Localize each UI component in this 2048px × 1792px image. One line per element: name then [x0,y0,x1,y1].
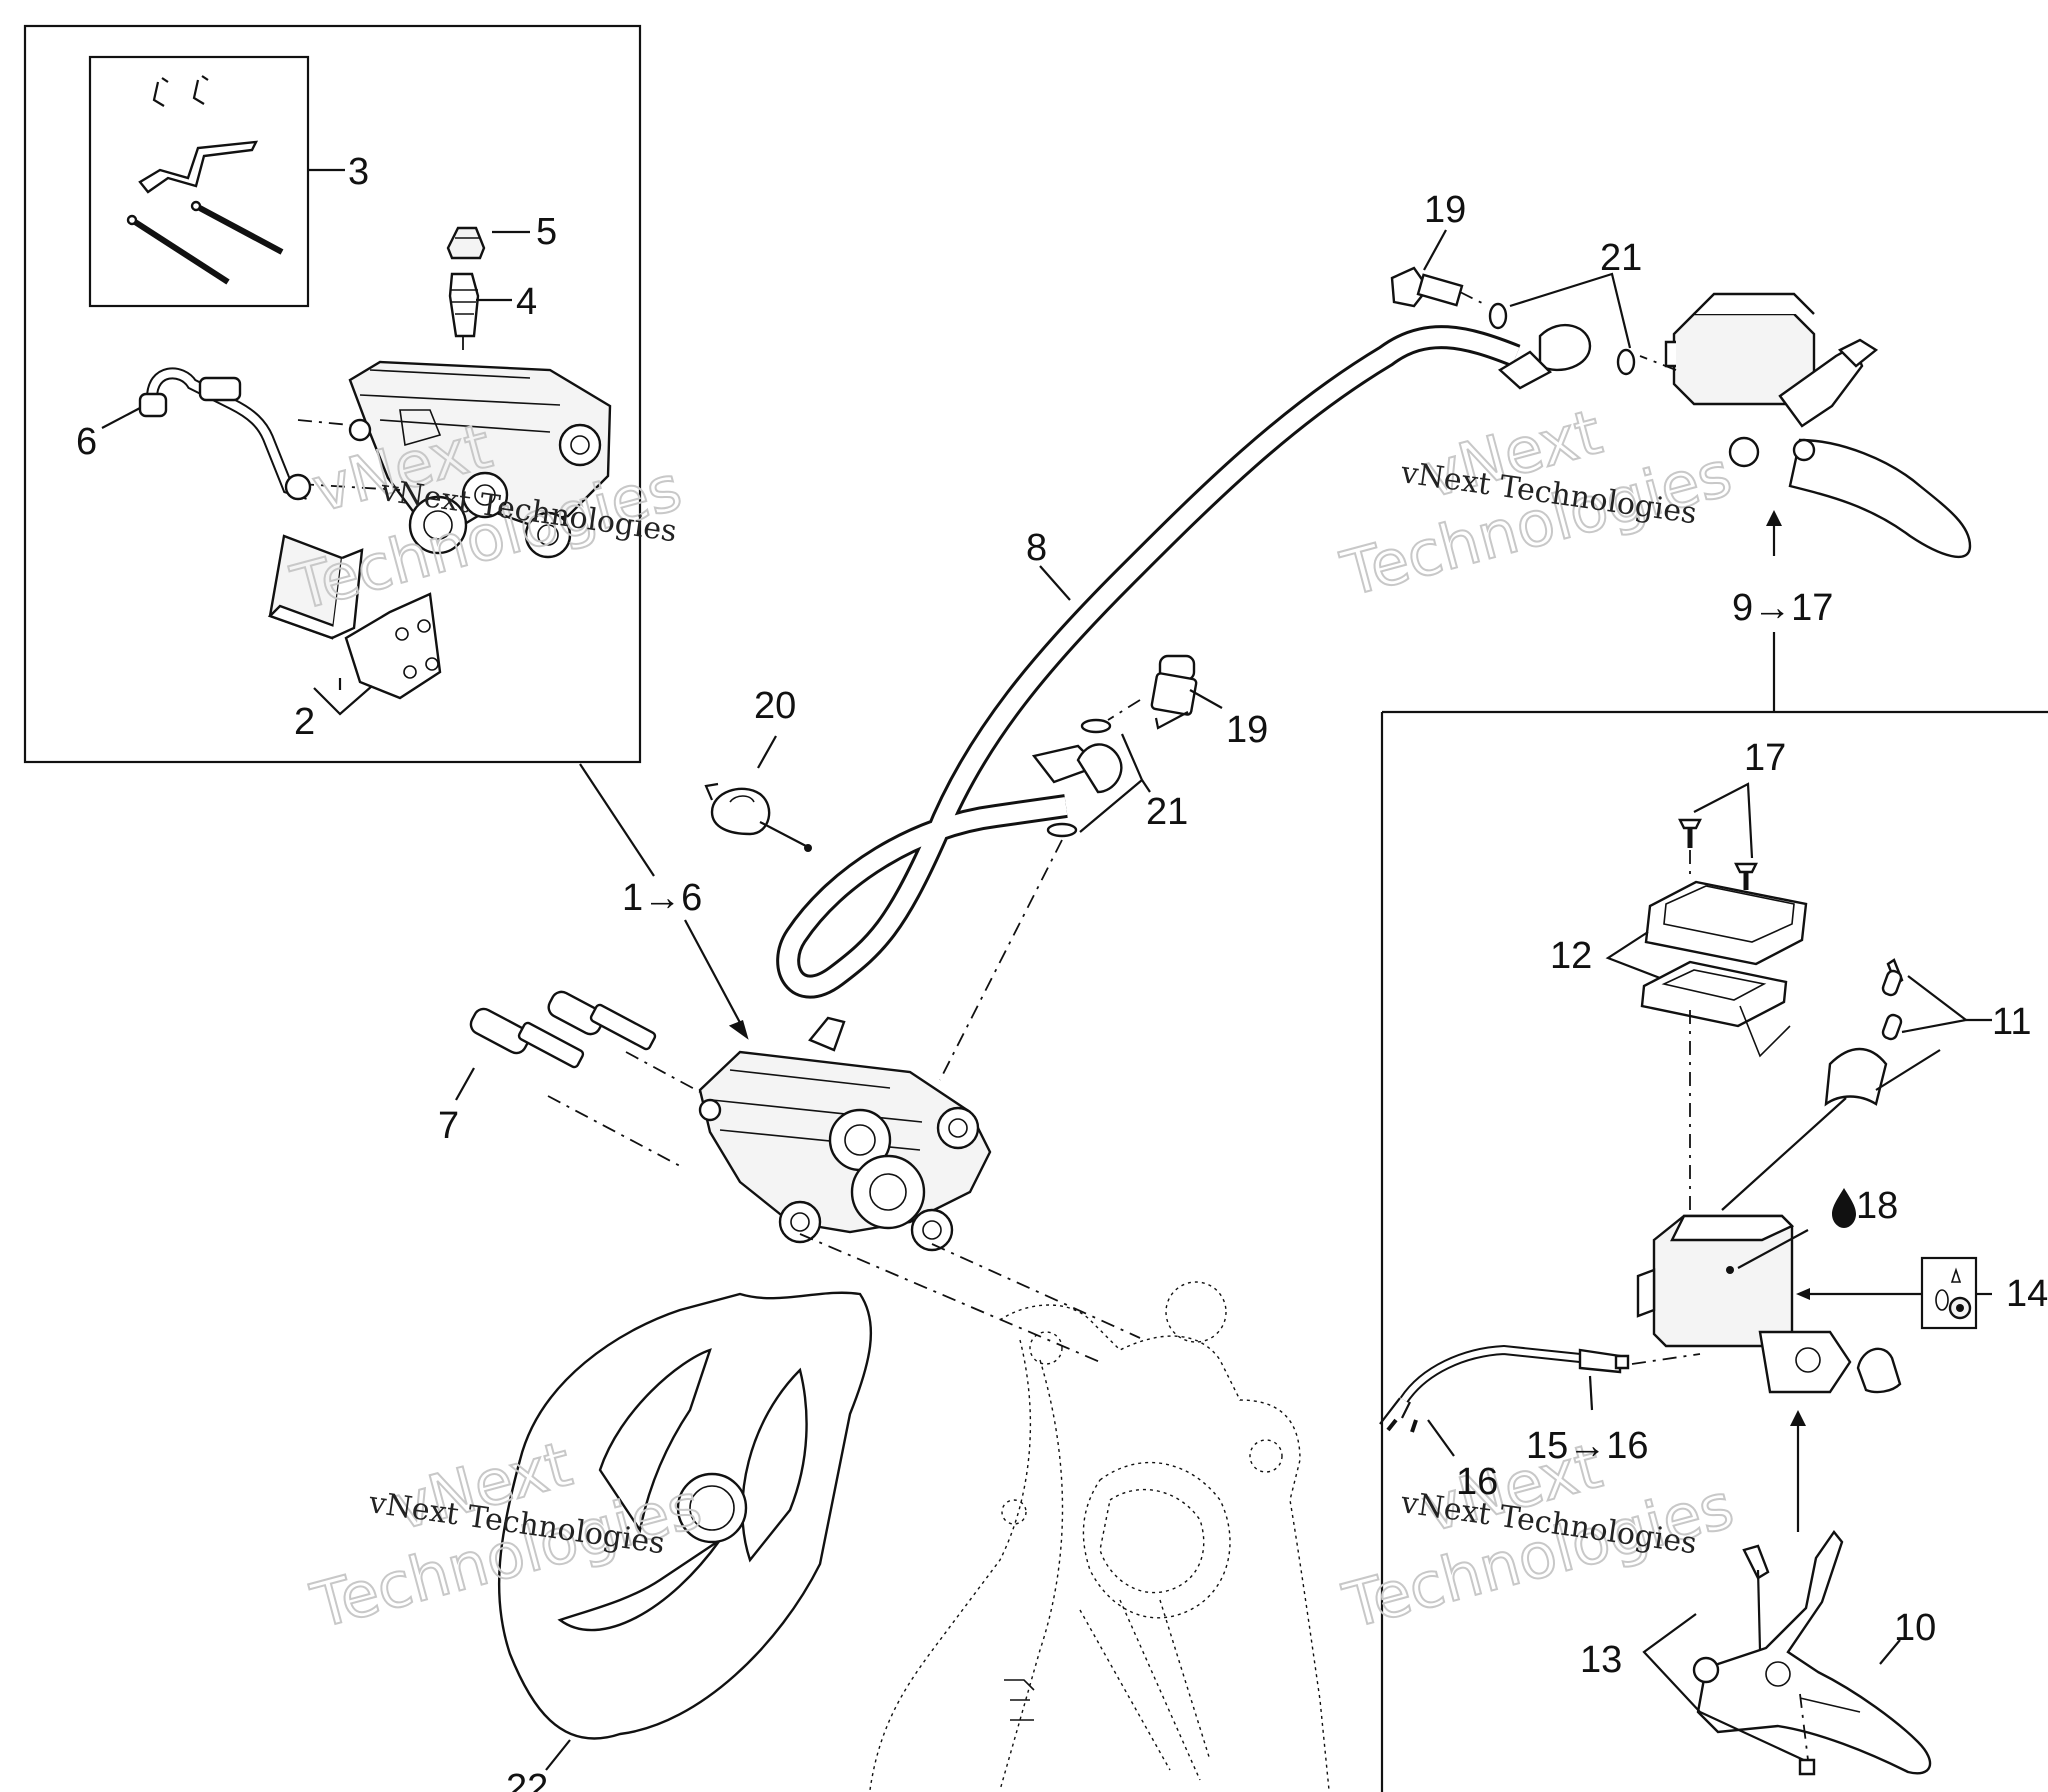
lubricant-icon [1920,1256,1978,1330]
leader-13 [1642,1613,1701,1713]
label-13: 13 [1580,1639,1622,1681]
leader-10 [1879,1639,1901,1665]
watermark-1: vNext Technologies vNext Technologies [283,408,690,626]
label-12: 12 [1550,935,1592,977]
bleeder-screw [448,272,480,350]
dash-hose-bolt [299,483,401,491]
label-10: 10 [1894,1607,1936,1649]
bleeder-cap [446,226,486,260]
leader-19-top [1423,229,1447,271]
label-15-16: 15→16 [1526,1425,1649,1467]
label-5: 5 [536,211,557,253]
steering-knuckle [869,1281,1330,1792]
label-17: 17 [1744,737,1786,779]
brake-line [776,324,1592,999]
pin-kit-box [88,55,310,308]
lubricant-symbol [1935,1267,1972,1320]
watermark-2: vNext Technologies vNext Technologies [1333,394,1740,612]
oil-drop-icon [1832,1188,1856,1228]
label-16: 16 [1456,1461,1498,1503]
label-4: 4 [516,281,537,323]
leader-18 [1737,1229,1809,1269]
mounted-caliper [698,1016,992,1252]
brake-pads [267,534,442,700]
pin-kit-parts [126,75,284,285]
brake-disc [497,1291,873,1740]
master-cylinder-top [1664,292,1972,559]
label-6: 6 [76,421,97,463]
leader-15-16 [1588,1375,1594,1411]
caliper-kit-assembly [348,360,612,559]
leader-12 [1605,931,1661,980]
leader-11 [1901,975,1969,1034]
sealing-washers [1046,302,1636,838]
leader-16 [1427,1419,1455,1457]
leader-20 [759,821,807,847]
label-21-top: 21 [1600,237,1642,279]
banjo-bolt-mid [1150,654,1198,716]
label-14: 14 [2006,1273,2048,1315]
leader-8 [1039,565,1071,601]
label-19-mid: 19 [1226,709,1268,751]
caliper-hose [138,367,312,501]
label-22: 22 [506,1767,548,1792]
reservoir-cover [1640,880,1808,1058]
label-19-top: 19 [1424,189,1466,231]
cover-screws [1678,818,1758,890]
brake-switch [1379,1344,1630,1433]
label-18: 18 [1856,1185,1898,1227]
master-cylinder-body [1636,1214,1852,1394]
caliper-bolts [469,990,657,1069]
leader-22 [545,1739,571,1771]
leader-1-6-arrow [684,919,746,1033]
label-2: 2 [294,701,315,743]
rubber-boot [1856,1347,1902,1394]
leader-1-6-box [579,763,655,877]
leader-6 [101,407,141,429]
leader-7 [455,1067,475,1101]
label-9-17: 9→17 [1732,587,1833,629]
leader-17 [1693,782,1754,859]
banjo-bolt-top [1390,266,1464,308]
dash-hose-to-caliper [297,419,351,426]
label-20: 20 [754,685,796,727]
label-8: 8 [1026,527,1047,569]
caliper-kit-box [23,24,642,764]
label-11: 11 [1992,1001,2031,1043]
brake-lever [1692,1529,1932,1775]
leader-21-top [1509,272,1632,349]
hose-clamp [704,782,771,836]
label-3: 3 [348,151,369,193]
label-21-mid: 21 [1146,791,1188,833]
leader-2 [313,685,373,716]
leader-19-mid [1189,689,1223,709]
clamp-and-screws [1824,958,1904,1107]
label-7: 7 [438,1105,459,1147]
label-1-6: 1→6 [622,877,702,919]
